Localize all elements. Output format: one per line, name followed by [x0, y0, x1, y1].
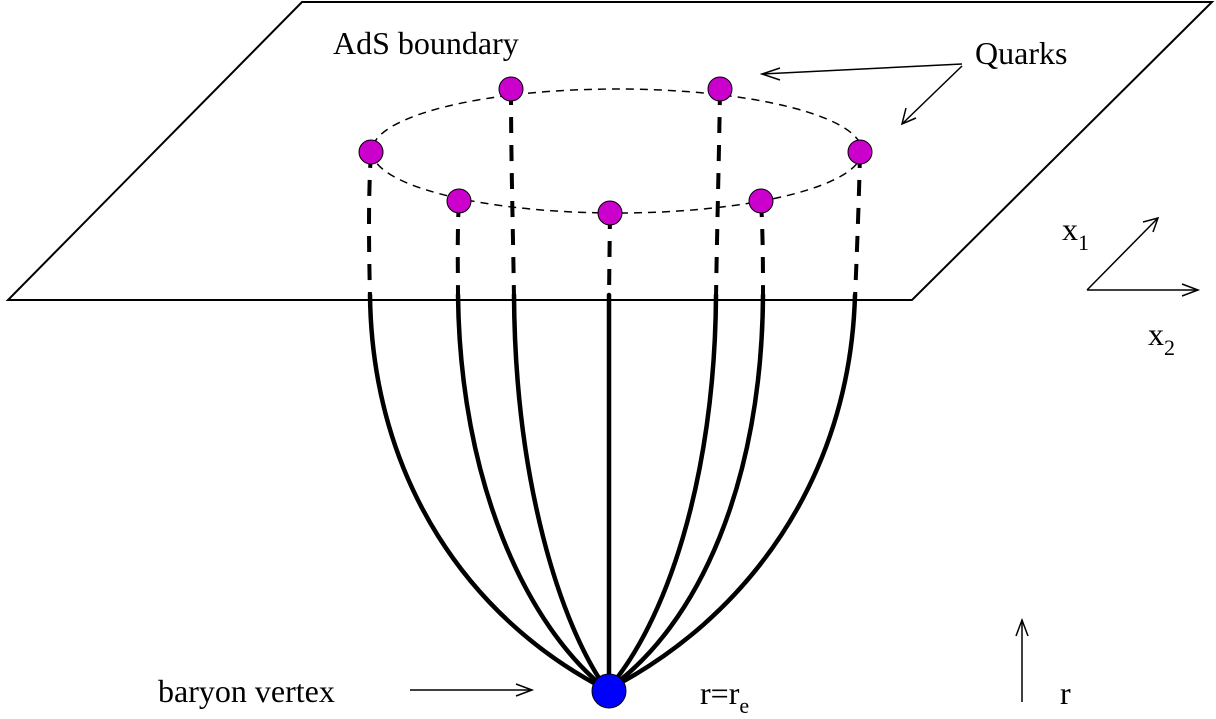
string-dashed — [607, 212, 612, 299]
r-equals-re-label: r=re — [700, 675, 749, 718]
arrowhead — [515, 683, 535, 697]
x2-subscript: 2 — [1164, 335, 1175, 360]
arrowhead — [1142, 216, 1160, 233]
x1-subscript: 1 — [1078, 230, 1089, 255]
string-solid — [604, 292, 858, 693]
string-dashed — [759, 200, 765, 299]
x2-text: x — [1148, 316, 1164, 352]
string-dashed — [853, 151, 862, 299]
x2-label: x2 — [1148, 316, 1175, 360]
arrowhead — [900, 107, 917, 126]
quark-dot — [748, 188, 774, 214]
string-solid — [367, 292, 610, 693]
quarks-label: Quarks — [975, 35, 1067, 71]
quark-dot — [847, 139, 873, 165]
quark-ring — [371, 88, 863, 214]
arrows — [410, 63, 1201, 702]
string-solid — [604, 292, 766, 693]
quark-dot — [446, 188, 472, 214]
string-dashed — [714, 88, 722, 299]
strings-below-boundary — [367, 292, 858, 693]
quark-dot — [498, 76, 524, 102]
baryon-vertex-dot — [591, 673, 627, 709]
x1-text: x — [1062, 211, 1078, 247]
r-eq-subscript: e — [739, 693, 749, 718]
quark-dot — [358, 139, 384, 165]
baryon-vertex-label: baryon vertex — [158, 673, 335, 709]
arrowhead — [759, 67, 781, 81]
quark-dot — [597, 200, 623, 226]
string-dashed — [509, 88, 516, 299]
quarks-arrow-lower — [901, 65, 963, 125]
arrowhead — [1181, 283, 1201, 297]
strings-above-boundary — [367, 88, 862, 299]
arrowhead — [1015, 617, 1029, 637]
string-dashed — [367, 151, 373, 299]
r-axis-label: r — [1060, 675, 1071, 711]
string-solid — [511, 292, 610, 693]
x1-axis-arrow — [1086, 217, 1159, 291]
ads-boundary-plane — [5, 0, 1215, 301]
ads-boundary-label: AdS boundary — [333, 25, 519, 61]
quarks-arrow-upper — [761, 63, 963, 75]
quarks — [358, 76, 873, 226]
x1-label: x1 — [1062, 211, 1089, 255]
string-solid — [604, 292, 719, 693]
string-solid — [455, 292, 610, 693]
r-eq-text: r=r — [700, 675, 740, 711]
quark-dot — [707, 76, 733, 102]
string-dashed — [455, 200, 461, 299]
